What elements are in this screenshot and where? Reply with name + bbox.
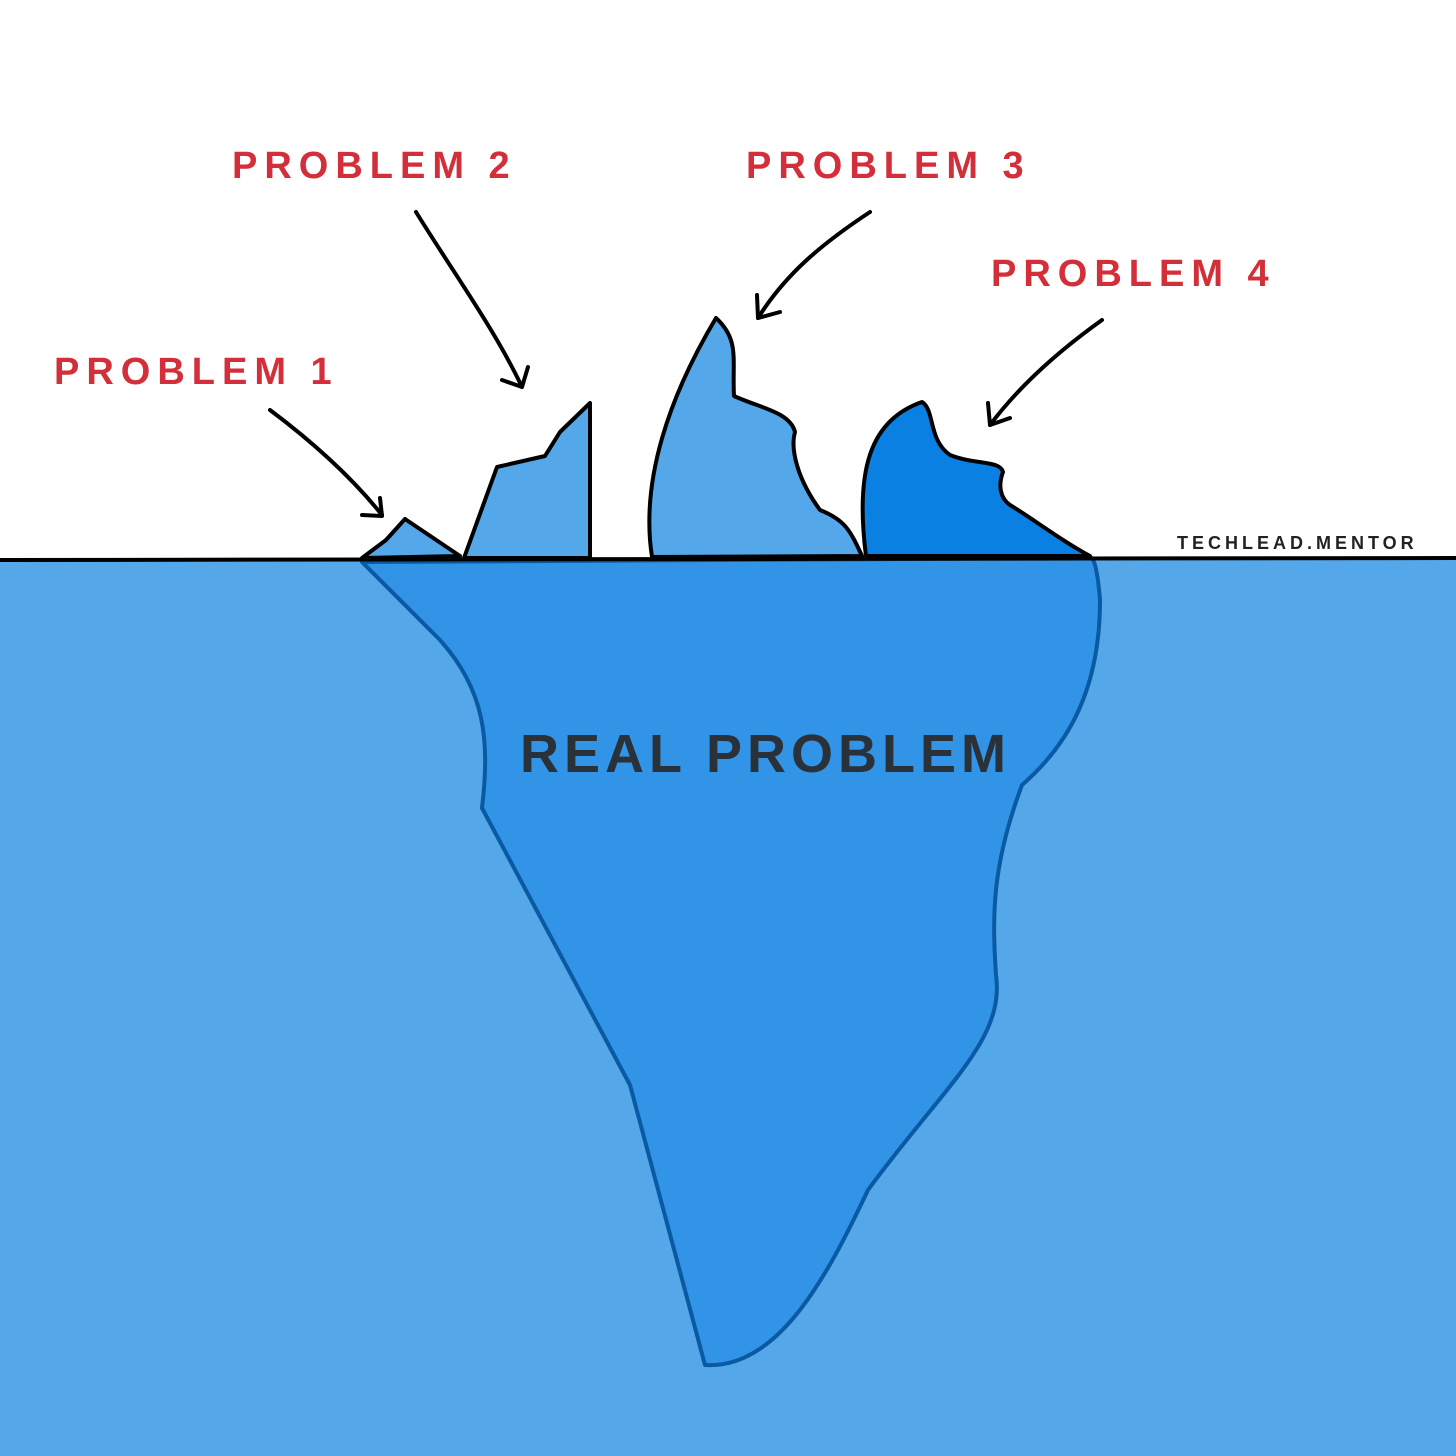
arrow-problem-4 xyxy=(986,318,1104,427)
arrow-problem-1 xyxy=(268,408,384,518)
label-problem-3: PROBLEM 3 xyxy=(746,145,1031,187)
label-real-problem: REAL PROBLEM xyxy=(520,724,1012,784)
peak-problem-4 xyxy=(860,400,1092,558)
waterline xyxy=(0,556,1456,562)
label-problem-2: PROBLEM 2 xyxy=(232,145,517,187)
label-problem-1: PROBLEM 1 xyxy=(54,351,339,393)
peak-problem-3 xyxy=(647,316,864,559)
underwater-iceberg xyxy=(360,556,1102,1368)
peak-problem-1 xyxy=(360,517,462,560)
peak-problem-2 xyxy=(462,401,592,560)
arrow-problem-3 xyxy=(755,210,872,320)
arrow-problem-2 xyxy=(414,210,530,389)
label-problem-4: PROBLEM 4 xyxy=(991,253,1276,295)
brand-watermark: TECHLEAD.MENTOR xyxy=(1177,533,1418,553)
